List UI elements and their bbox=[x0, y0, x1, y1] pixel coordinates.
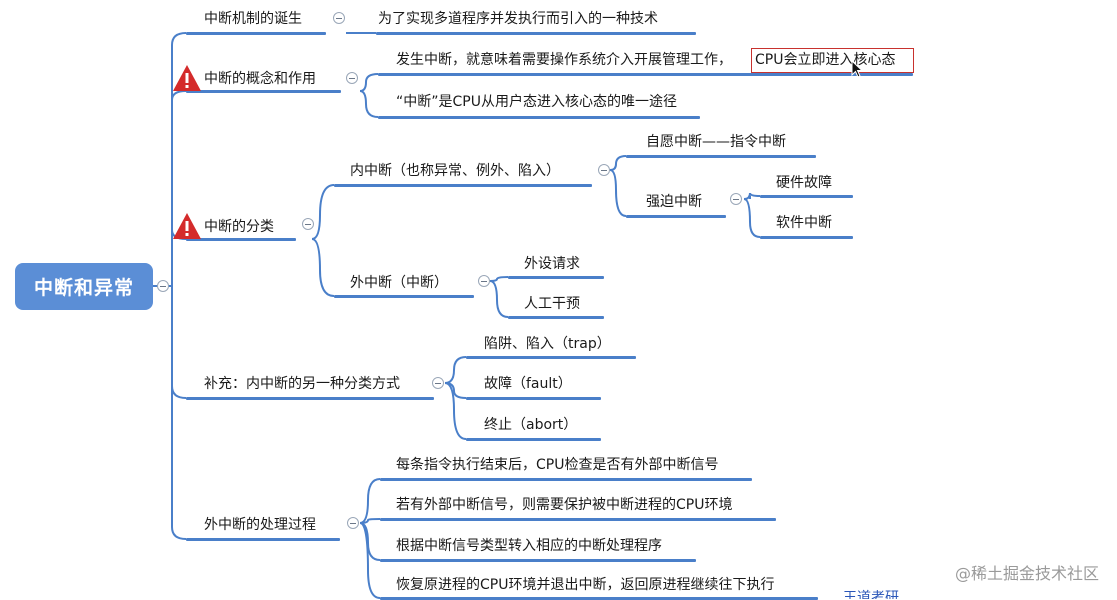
connector-supp-3 bbox=[444, 382, 467, 440]
underline-concept-a bbox=[378, 73, 913, 76]
underline-internal bbox=[334, 184, 592, 187]
node-supp-1[interactable]: 陷阱、陷入（trap） bbox=[484, 336, 611, 352]
node-concept-a-highlight-text[interactable]: CPU会立即进入核心态 bbox=[755, 52, 896, 68]
connector-concept-b bbox=[359, 90, 379, 118]
underline-birth bbox=[186, 32, 326, 35]
connector-forced-sw bbox=[743, 198, 761, 238]
collapse-supplement[interactable] bbox=[432, 377, 444, 389]
connector-proc-2 bbox=[359, 518, 381, 524]
underline-supplement bbox=[186, 397, 434, 400]
node-external[interactable]: 外中断（中断） bbox=[350, 275, 448, 291]
connector-root-process bbox=[171, 284, 187, 540]
connector-external-2 bbox=[489, 280, 509, 318]
node-supp-3[interactable]: 终止（abort） bbox=[484, 417, 578, 433]
connector-proc-3 bbox=[359, 522, 381, 561]
underline-supp-1 bbox=[466, 356, 636, 359]
node-forced[interactable]: 强迫中断 bbox=[646, 194, 702, 210]
node-voluntary[interactable]: 自愿中断——指令中断 bbox=[646, 134, 786, 150]
node-birth-child[interactable]: 为了实现多道程序并发执行而引入的一种技术 bbox=[378, 11, 658, 27]
underline-supp-2 bbox=[466, 397, 601, 400]
underline-process bbox=[186, 538, 340, 541]
collapse-forced[interactable] bbox=[730, 193, 742, 205]
connector-classify-external bbox=[311, 238, 335, 297]
underline-supp-3 bbox=[466, 438, 601, 441]
node-proc-2[interactable]: 若有外部中断信号，则需要保护被中断进程的CPU环境 bbox=[396, 497, 733, 513]
underline-classify bbox=[186, 238, 296, 241]
partial-cutoff-text: 王道考研 bbox=[843, 590, 899, 599]
underline-concept-b bbox=[378, 116, 700, 119]
connector-proc-1 bbox=[359, 478, 381, 524]
warning-icon bbox=[173, 213, 201, 239]
connector-classify-internal bbox=[311, 184, 335, 240]
node-concept-b[interactable]: “中断”是CPU从用户态进入核心态的唯一途径 bbox=[396, 94, 677, 110]
connector-forced-hw bbox=[743, 192, 761, 200]
watermark: @稀土掘金技术社区 bbox=[954, 564, 1099, 583]
node-internal[interactable]: 内中断（也称异常、例外、陷入） bbox=[350, 163, 560, 179]
highlight-box bbox=[751, 48, 914, 73]
connector-external-1 bbox=[489, 276, 509, 282]
connector-root-supplement bbox=[171, 385, 187, 399]
node-concept-a[interactable]: 发生中断，就意味着需要操作系统介入开展管理工作， bbox=[396, 52, 732, 68]
underline-external bbox=[334, 295, 474, 298]
node-external-2[interactable]: 人工干预 bbox=[524, 296, 580, 312]
node-proc-4[interactable]: 恢复原进程的CPU环境并退出中断，返回原进程继续往下执行 bbox=[396, 577, 775, 593]
collapse-birth[interactable] bbox=[333, 12, 345, 24]
underline-external-2 bbox=[508, 316, 604, 319]
node-sw[interactable]: 软件中断 bbox=[776, 215, 832, 231]
node-birth[interactable]: 中断机制的诞生 bbox=[204, 11, 302, 27]
node-supplement[interactable]: 补充：内中断的另一种分类方式 bbox=[204, 376, 400, 392]
underline-voluntary bbox=[626, 155, 816, 158]
underline-forced bbox=[626, 215, 726, 218]
node-process[interactable]: 外中断的处理过程 bbox=[204, 517, 316, 533]
root-label: 中断和异常 bbox=[33, 277, 134, 299]
underline-external-1 bbox=[508, 276, 604, 279]
node-proc-1[interactable]: 每条指令执行结束后，CPU检查是否有外部中断信号 bbox=[396, 457, 719, 473]
warning-icon bbox=[173, 65, 201, 91]
underline-proc-2 bbox=[380, 518, 776, 521]
collapse-concept[interactable] bbox=[346, 72, 358, 84]
connector-internal-voluntary bbox=[609, 155, 627, 171]
node-external-1[interactable]: 外设请求 bbox=[524, 256, 580, 272]
underline-concept bbox=[186, 90, 341, 93]
connector-supp-2 bbox=[444, 382, 467, 399]
connector-concept-a bbox=[359, 73, 379, 92]
connector-root-concept bbox=[171, 90, 187, 101]
underline-hw bbox=[760, 195, 853, 198]
collapse-classify[interactable] bbox=[302, 218, 314, 230]
underline-proc-3 bbox=[380, 559, 696, 562]
collapse-process[interactable] bbox=[347, 517, 359, 529]
collapse-external[interactable] bbox=[478, 275, 490, 287]
collapse-internal[interactable] bbox=[598, 164, 610, 176]
node-supp-2[interactable]: 故障（fault） bbox=[484, 376, 572, 392]
node-concept[interactable]: 中断的概念和作用 bbox=[204, 71, 316, 87]
underline-sw bbox=[760, 236, 853, 239]
underline-birth-child bbox=[376, 32, 696, 35]
mouse-cursor-icon bbox=[851, 60, 863, 78]
connector-supp-1 bbox=[444, 356, 467, 384]
underline-proc-1 bbox=[380, 478, 752, 481]
node-classify[interactable]: 中断的分类 bbox=[204, 219, 274, 235]
connector-proc-4 bbox=[359, 522, 381, 599]
root-node[interactable]: 中断和异常 bbox=[15, 263, 153, 310]
connector-root-birth bbox=[171, 32, 187, 284]
collapse-root[interactable] bbox=[157, 280, 169, 292]
node-hw[interactable]: 硬件故障 bbox=[776, 175, 832, 191]
connector-internal-forced bbox=[609, 169, 627, 217]
node-proc-3[interactable]: 根据中断信号类型转入相应的中断处理程序 bbox=[396, 538, 662, 554]
